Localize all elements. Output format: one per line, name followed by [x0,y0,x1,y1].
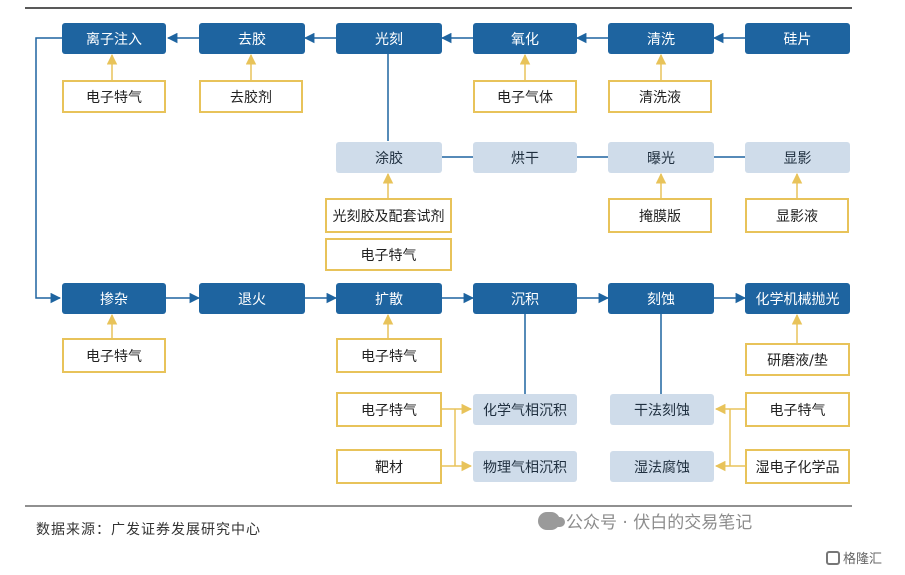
material-cvd-gas: 电子特气 [336,392,442,427]
material-wet-chemicals: 湿电子化学品 [745,449,850,484]
node-exposure: 曝光 [608,142,714,173]
material-cmp-slurry: 研磨液/垫 [745,343,850,376]
node-cleaning: 清洗 [608,23,714,54]
wechat-icon [538,511,565,530]
node-cmp: 化学机械抛光 [745,283,850,314]
material-stripper: 去胶剂 [199,80,303,113]
material-photomask: 掩膜版 [608,198,712,233]
node-baking: 烘干 [473,142,577,173]
node-etching: 刻蚀 [608,283,714,314]
node-development: 显影 [745,142,850,173]
node-deposition: 沉积 [473,283,577,314]
source-note: 数据来源：广发证券发展研究中心 [36,522,261,538]
logo-icon [826,550,840,565]
material-photoresist: 光刻胶及配套试剂 [325,198,452,233]
node-lithography: 光刻 [336,23,442,54]
node-annealing: 退火 [199,283,305,314]
material-coating-gas: 电子特气 [325,238,452,271]
material-oxidation-gas: 电子气体 [473,80,577,113]
node-coating: 涂胶 [336,142,442,173]
watermark-text: 公众号 · 伏白的交易笔记 [566,513,753,533]
material-target: 靶材 [336,449,442,484]
watermark: 公众号 · 伏白的交易笔记 [538,508,752,533]
node-cvd: 化学气相沉积 [473,394,577,425]
node-diffusion: 扩散 [336,283,442,314]
material-doping-gas: 电子特气 [62,338,166,373]
site-logo: 格隆汇 [826,548,882,567]
material-diffusion-gas: 电子特气 [336,338,442,373]
node-dry-etch: 干法刻蚀 [610,394,714,425]
material-ion-implant-gas: 电子特气 [62,80,166,113]
arrow-implant-doping [35,37,62,304]
node-stripping: 去胶 [199,23,305,54]
node-doping: 掺杂 [62,283,166,314]
material-cleaning-fluid: 清洗液 [608,80,712,113]
node-oxidation: 氧化 [473,23,577,54]
node-ion-implant: 离子注入 [62,23,166,54]
node-silicon-wafer: 硅片 [745,23,850,54]
node-wet-etch: 湿法腐蚀 [610,451,714,482]
material-developer: 显影液 [745,198,849,233]
material-etch-gas: 电子特气 [745,392,850,427]
logo-text: 格隆汇 [843,552,883,567]
node-pvd: 物理气相沉积 [473,451,577,482]
